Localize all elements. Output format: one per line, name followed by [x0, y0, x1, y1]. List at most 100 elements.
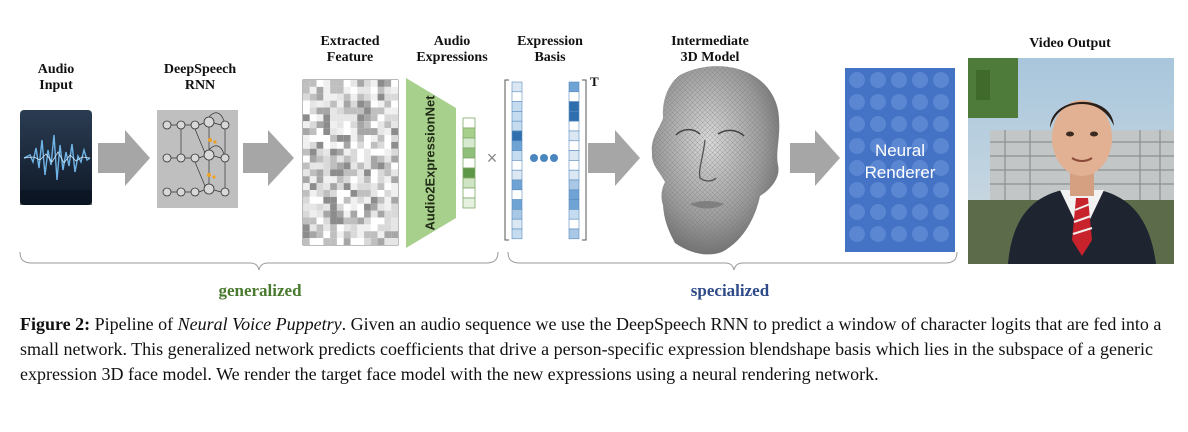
- basis-cell: [511, 81, 523, 93]
- feature-cell: [377, 238, 385, 246]
- feature-cell: [343, 183, 351, 191]
- multiply-icon: ×: [487, 148, 498, 168]
- renderer-node: [933, 204, 949, 220]
- feature-cell: [330, 128, 337, 136]
- feature-cell: [343, 203, 351, 211]
- feature-cell: [350, 80, 358, 87]
- feature-cell: [309, 196, 317, 204]
- feature-cell: [343, 176, 351, 184]
- feature-cell: [330, 196, 337, 204]
- feature-cell: [316, 169, 324, 177]
- renderer-node: [891, 160, 907, 176]
- feature-cell: [364, 128, 371, 136]
- feature-cell: [370, 238, 378, 246]
- feature-cell: [309, 107, 317, 115]
- feature-cell: [350, 121, 358, 129]
- feature-cell: [350, 231, 358, 239]
- feature-cell: [343, 114, 351, 122]
- feature-cell: [303, 121, 310, 129]
- feature-cell: [336, 169, 344, 177]
- feature-cell: [384, 176, 392, 184]
- feature-cell: [303, 176, 310, 184]
- basis-cell: [511, 199, 523, 210]
- feature-cell: [303, 100, 310, 108]
- feature-cell: [364, 238, 371, 246]
- feature-cell: [377, 176, 385, 184]
- feature-cell: [364, 169, 371, 177]
- feature-cell: [364, 148, 371, 156]
- renderer-node: [849, 204, 865, 220]
- feature-cell: [391, 231, 398, 239]
- feature-cell: [309, 80, 317, 87]
- feature-cell: [357, 183, 365, 191]
- renderer-node: [912, 94, 928, 110]
- caption-text-before-title: Pipeline of: [90, 314, 178, 334]
- feature-cell: [303, 80, 310, 87]
- feature-cell: [303, 141, 310, 149]
- feature-cell: [343, 231, 351, 239]
- feature-cell: [357, 141, 365, 149]
- feature-cell: [343, 162, 351, 170]
- feature-cell: [343, 86, 351, 94]
- feature-cell: [391, 169, 398, 177]
- feature-cell: [364, 100, 371, 108]
- feature-cell: [309, 148, 317, 156]
- renderer-node: [870, 204, 886, 220]
- feature-cell: [309, 121, 317, 129]
- feature-cell: [377, 210, 385, 218]
- feature-cell: [364, 141, 371, 149]
- feature-cell: [370, 217, 378, 225]
- feature-cell: [384, 114, 392, 122]
- renderer-node: [849, 94, 865, 110]
- feature-cell: [370, 93, 378, 101]
- feature-cell: [303, 190, 310, 197]
- feature-cell: [303, 183, 310, 191]
- feature-cell: [370, 169, 378, 177]
- feature-cell: [343, 196, 351, 204]
- renderer-node: [912, 182, 928, 198]
- feature-cell: [330, 217, 337, 225]
- basis-cell: [568, 179, 580, 191]
- renderer-node: [912, 72, 928, 88]
- feature-cell: [343, 135, 351, 142]
- feature-cell: [336, 121, 344, 129]
- feature-cell: [370, 190, 378, 197]
- feature-cell: [323, 169, 331, 177]
- feature-cell: [303, 217, 310, 225]
- feature-cell: [391, 80, 398, 87]
- feature-cell: [377, 80, 385, 87]
- renderer-node: [933, 226, 949, 242]
- feature-cell: [391, 86, 398, 94]
- feature-cell: [316, 86, 324, 94]
- feature-cell: [323, 86, 331, 94]
- feature-cell: [350, 107, 358, 115]
- feature-cell: [309, 190, 317, 197]
- feature-cell: [364, 162, 371, 170]
- renderer-node: [912, 226, 928, 242]
- feature-cell: [323, 135, 331, 142]
- feature-cell: [316, 107, 324, 115]
- renderer-node: [891, 204, 907, 220]
- feature-cell: [350, 238, 358, 246]
- feature-cell: [350, 210, 358, 218]
- renderer-node: [870, 138, 886, 154]
- feature-cell: [377, 128, 385, 136]
- caption-title: Neural Voice Puppetry: [177, 314, 342, 334]
- feature-cell: [357, 217, 365, 225]
- feature-cell: [391, 238, 398, 246]
- feature-cell: [364, 93, 371, 101]
- feature-cell: [384, 107, 392, 115]
- feature-cell: [323, 141, 331, 149]
- renderer-node: [912, 138, 928, 154]
- renderer-node: [891, 72, 907, 88]
- feature-cell: [303, 169, 310, 177]
- label-intermediate-3d-model: Intermediate 3D Model: [671, 34, 749, 65]
- feature-cell: [336, 238, 344, 246]
- feature-cell: [316, 93, 324, 101]
- feature-cell: [391, 162, 398, 170]
- feature-cell: [330, 148, 337, 156]
- feature-cell: [330, 93, 337, 101]
- feature-cell: [323, 224, 331, 232]
- feature-cell: [370, 155, 378, 163]
- feature-cell: [323, 80, 331, 87]
